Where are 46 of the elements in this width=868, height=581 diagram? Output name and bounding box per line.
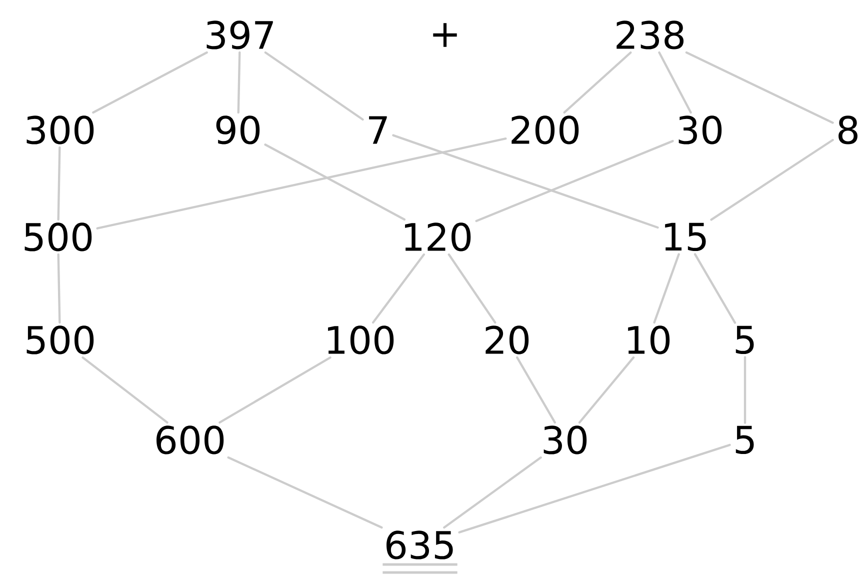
number: 30 [544,426,587,454]
number: 635 [386,530,453,560]
connector-line [218,356,332,424]
number: 500 [24,222,92,252]
number: 30 [678,116,722,144]
number: 8 [838,116,858,144]
connector-line [92,51,208,114]
number: 300 [26,116,94,144]
connector-line [237,51,241,114]
connector-line [227,456,383,529]
connector-line [448,253,496,324]
number: 90 [216,116,260,144]
number: 500 [26,326,94,354]
number: 15 [665,222,706,252]
number: 238 [616,20,684,50]
connector-line [578,356,635,424]
number: 7 [369,116,387,144]
number: 397 [206,20,273,50]
connector-line [685,51,834,124]
number: 5 [736,426,754,454]
number: 600 [156,426,224,454]
connector-line [443,456,542,529]
connector-line [264,51,364,121]
connector-line [516,356,556,424]
connector-line [694,253,736,324]
connector-line [475,140,674,222]
number: 5 [736,326,754,354]
connector-line [563,51,632,114]
number: 120 [405,222,471,252]
connector-line [658,51,692,114]
connector-line [372,253,426,324]
connector-line [82,356,168,424]
number: 20 [486,326,529,354]
connector-line [57,253,61,324]
plus-sign: + [433,23,457,47]
connector-line [653,253,680,324]
connector-line [392,134,659,229]
connector-line [57,146,61,221]
connector-line [458,444,731,534]
connector-line [744,356,746,424]
number: 10 [628,326,670,354]
connector-line [96,137,507,230]
connector-line [710,138,834,221]
connector-line [264,144,406,221]
number: 200 [512,116,579,144]
number: 100 [328,326,394,354]
